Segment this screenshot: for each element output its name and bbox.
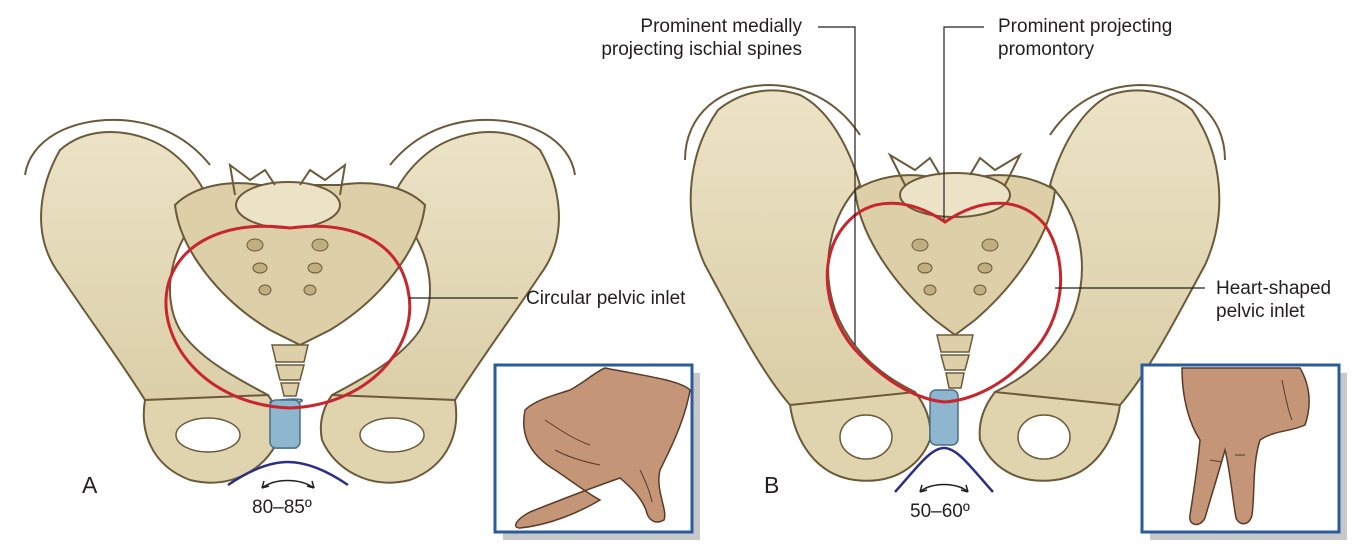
leader-lines (409, 26, 1205, 345)
pelvis-b-inlet-outline (825, 201, 1063, 404)
pelvis-b-coccyx (936, 334, 974, 389)
hand-two-fingers-narrow-icon (1181, 367, 1310, 526)
pelvis-b-l5-processes (887, 152, 1023, 186)
pelvis-b-sacral-foramina (911, 238, 999, 296)
pelvis-b-angle-arrow (919, 483, 969, 493)
pelvis-b-illustration (684, 83, 1226, 493)
callout-ischial-spines-line2: projecting ischial spines (601, 39, 802, 60)
pelvis-b-angle-arc (894, 446, 994, 493)
pelvis-b-right-obturator (1017, 414, 1071, 460)
inset-a-hand (493, 363, 700, 540)
pelvis-b-right-crest (1049, 83, 1226, 161)
callout-ischial-spines-line1: Prominent medially (640, 16, 802, 37)
pelvis-a-angle-arc (227, 460, 349, 487)
pelvis-a-right-crest (389, 118, 576, 176)
callout-promontory-line1: Prominent projecting (998, 16, 1173, 37)
pelvis-a-inlet-outline (164, 224, 412, 410)
callout-ischial-spines: Prominent medially projecting ischial sp… (540, 15, 802, 61)
leader-ischial-spines (818, 26, 856, 345)
pelvis-a-l5-vertebra (235, 181, 341, 229)
pelvis-a-symphysis-body (269, 399, 301, 449)
pelvis-a-angle-arrow (261, 479, 315, 489)
hand-two-fingers-wide-icon (514, 367, 691, 529)
pelvis-a-right-obturator (359, 417, 425, 453)
pelvis-b-symphysis-body (929, 389, 959, 446)
callout-heart-inlet-line2: pelvic inlet (1216, 301, 1305, 322)
hand-b-knuckle-lines (1209, 379, 1293, 463)
callout-heart-inlet: Heart-shaped pelvic inlet (1216, 277, 1331, 323)
pelvis-a-coccyx (271, 344, 309, 397)
callout-promontory: Prominent projecting promontory (998, 15, 1172, 61)
leader-promontory (943, 26, 984, 220)
pelvis-b-l5-vertebra (899, 172, 1011, 218)
pelvis-a-sacral-foramina (246, 238, 329, 296)
pelvis-b-left-crest (684, 83, 861, 161)
callout-circular-inlet: Circular pelvic inlet (526, 288, 686, 309)
panel-label-a: A (82, 472, 98, 498)
hand-a-knuckle-lines (544, 419, 653, 503)
pelvis-b-left-ilium (689, 89, 917, 437)
panel-label-b: B (764, 472, 780, 498)
pelvis-a-l5-processes (228, 162, 347, 196)
callout-promontory-line2: promontory (998, 39, 1095, 60)
callout-heart-inlet-line1: Heart-shaped (1216, 278, 1332, 299)
pelvis-a-left-obturator (175, 417, 241, 453)
angle-label-b: 50–60º (910, 501, 970, 522)
pelvis-a-sacrum (173, 182, 427, 347)
inset-b-hand (1140, 363, 1347, 540)
pelvis-a-left-crest (24, 118, 211, 176)
angle-label-a: 80–85º (252, 497, 312, 518)
pelvis-a-illustration (24, 118, 576, 489)
pelvis-b-left-obturator (839, 414, 893, 460)
